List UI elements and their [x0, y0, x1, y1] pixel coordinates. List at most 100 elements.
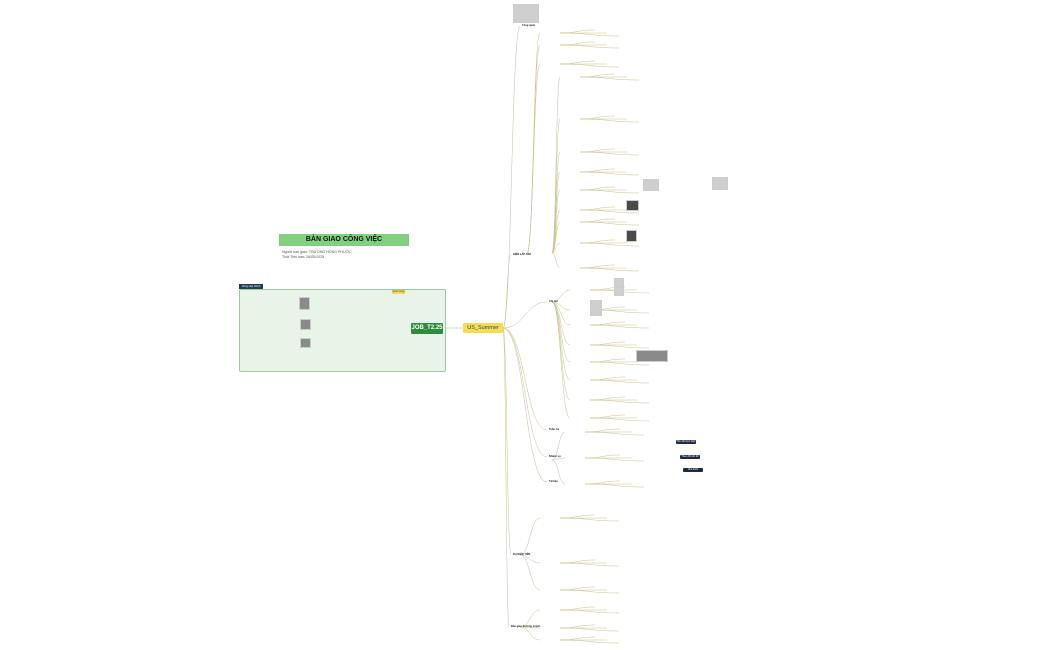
connector-line	[579, 186, 616, 191]
status-tag-note: Chú thích	[683, 468, 703, 472]
connector-line	[579, 151, 640, 156]
connector-line	[579, 73, 616, 78]
connector-line	[559, 559, 596, 564]
connector-line	[502, 327, 548, 431]
connector-line	[551, 221, 561, 254]
connector-line	[579, 118, 640, 123]
connector-line	[502, 25, 521, 329]
connector-line	[559, 639, 620, 644]
connector-line	[551, 457, 566, 461]
connector-line	[579, 239, 616, 244]
connector-line	[584, 431, 645, 436]
connector-line	[519, 554, 541, 564]
connector-line	[579, 189, 640, 194]
connector-line	[559, 589, 620, 594]
detail-image-1	[614, 278, 624, 287]
connector-line	[579, 267, 640, 272]
connector-line	[559, 606, 596, 611]
part-image-1	[643, 179, 659, 191]
connector-line	[579, 221, 640, 226]
connector-line	[589, 321, 626, 326]
job-node[interactable]: JOB_T2.25	[411, 323, 443, 334]
connector-line	[559, 63, 620, 68]
connector-line	[589, 396, 626, 401]
part-image-3	[626, 200, 639, 211]
handover-person: Người bàn giao: TRƯƠNG HỒNG PHƯỚC	[282, 250, 352, 254]
root-node[interactable]: US_Summer	[463, 323, 503, 333]
connector-line	[589, 361, 650, 366]
connector-line	[579, 206, 616, 211]
connector-line	[589, 414, 626, 419]
branch-overview[interactable]: Tổng quan	[522, 24, 536, 27]
connector-line	[584, 480, 621, 485]
connector-line	[526, 44, 541, 254]
part-image-4	[626, 230, 637, 242]
job-panel-tab[interactable]: Công việc chính	[239, 284, 263, 289]
connector-line	[526, 63, 541, 254]
connector-line	[551, 252, 561, 269]
connector-line	[502, 327, 512, 556]
connector-line	[502, 254, 512, 329]
connector-line	[559, 609, 620, 614]
connector-line	[559, 562, 620, 567]
connector-line	[559, 586, 596, 591]
branch-patrol[interactable]: Tuần tra	[549, 428, 560, 431]
priority-tag: Quan trọng	[392, 290, 405, 294]
connector-line	[579, 209, 640, 214]
part-image-2	[712, 177, 728, 190]
branch-forecast[interactable]: Dự KIẾN TIẾN	[513, 553, 531, 556]
branch-task[interactable]: Nhiệm vụ	[549, 455, 561, 458]
connector-line	[584, 483, 645, 488]
connector-line	[551, 301, 571, 346]
connector-line	[551, 209, 561, 254]
connector-line	[551, 301, 571, 419]
connector-line	[502, 301, 548, 329]
branch-detail[interactable]: Chi tiết	[549, 300, 558, 303]
connector-line	[589, 399, 650, 404]
connector-line	[579, 148, 616, 153]
connector-line	[559, 60, 596, 65]
connector-line	[551, 242, 561, 254]
connector-line	[589, 417, 650, 422]
status-tag-tracking: Theo dõi tiến độ	[680, 455, 700, 459]
connector-line	[502, 327, 548, 483]
connector-line	[579, 76, 640, 81]
job-image-3	[300, 338, 311, 348]
connector-line	[551, 459, 566, 485]
connector-line	[551, 76, 561, 254]
connector-line	[502, 327, 548, 458]
connector-line	[519, 626, 541, 629]
connector-line	[559, 517, 620, 522]
branch-docs[interactable]: Tài liệu	[549, 480, 558, 483]
connector-line	[519, 626, 541, 641]
connector-line	[589, 358, 626, 363]
connector-line	[579, 168, 616, 173]
overview-image	[513, 4, 539, 23]
connector-line	[579, 218, 616, 223]
connector-line	[559, 44, 620, 49]
connector-line	[559, 29, 596, 34]
connector-line	[551, 301, 571, 401]
job-image-1	[299, 297, 310, 310]
connector-line	[519, 609, 541, 628]
branch-regular-handover[interactable]: Bàn giao thường xuyên	[511, 625, 541, 628]
connector-line	[589, 324, 650, 329]
detail-image-3	[590, 300, 602, 316]
detail-image-2	[614, 287, 624, 296]
connector-line	[502, 327, 510, 628]
connector-line	[579, 171, 640, 176]
handover-date: Thời Tiên bàn: 26/05/2025	[282, 255, 325, 259]
connector-line	[584, 428, 621, 433]
connector-line	[551, 289, 571, 303]
branch-assembly[interactable]: HIỆN LẮP RÁP	[513, 253, 532, 256]
connector-line	[551, 301, 571, 381]
connector-line	[584, 457, 645, 462]
connector-line	[559, 41, 596, 46]
connector-line	[589, 341, 626, 346]
connector-line	[551, 431, 566, 461]
connector-line	[559, 627, 620, 632]
connector-line	[579, 115, 616, 120]
connector-line	[559, 636, 596, 641]
status-tag-progress: Tiến độ thực hiện	[676, 440, 696, 444]
